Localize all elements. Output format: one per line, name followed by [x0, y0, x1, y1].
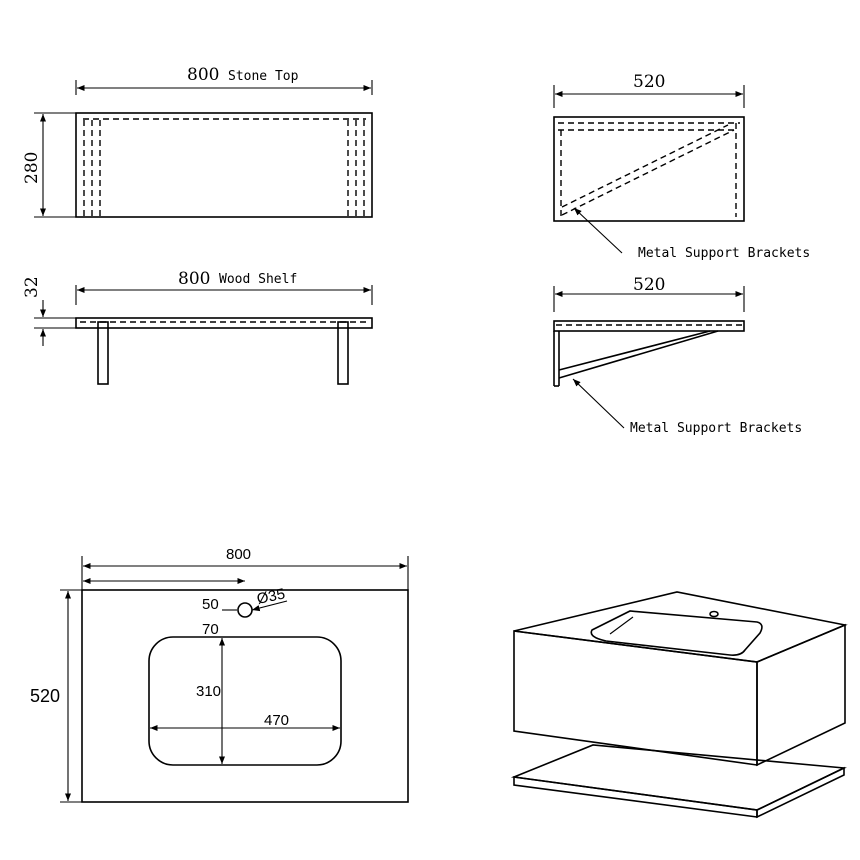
width-value: 800: [187, 65, 219, 85]
isometric-view: [510, 591, 848, 819]
tap-hole: [237, 602, 253, 618]
callout-label: Metal Support Brackets: [638, 246, 810, 261]
front-face: [513, 630, 758, 766]
stone-top-side-outline: [553, 116, 745, 222]
countertop-outline: [81, 589, 409, 803]
left-leg: [97, 321, 109, 385]
width-value: 520: [633, 275, 665, 295]
basin-opening: [590, 610, 763, 656]
tap-hole-offset-value: 50: [202, 596, 219, 613]
shelf-front-face: [513, 776, 758, 818]
tap-hole-diameter-value: Ø35: [255, 585, 286, 608]
overall-width-value: 800: [226, 546, 251, 563]
tap-hole: [709, 610, 719, 618]
overall-depth-value: 520: [30, 686, 60, 706]
callout-leader: [572, 378, 625, 429]
side-face: [756, 623, 846, 767]
height-value: 32: [22, 276, 42, 298]
side-stone-top-view: 520 Metal Support Brackets: [553, 72, 810, 261]
right-leg: [337, 321, 349, 385]
width-value: 520: [633, 72, 665, 92]
shelf-side-face: [756, 766, 845, 819]
callout-label: Metal Support Brackets: [630, 421, 802, 436]
plan-view: 800 520 50 Ø35 70 310 470: [30, 546, 409, 803]
stone-top-outline: [75, 112, 373, 218]
width-label: Stone Top: [228, 69, 299, 84]
side-wood-shelf-view: 520 Metal Support Brackets: [553, 275, 802, 436]
basin-depth-value: 310: [196, 683, 221, 700]
width-label: Wood Shelf: [219, 272, 297, 287]
basin-width-value: 470: [264, 712, 289, 729]
wood-shelf-outline: [75, 317, 373, 329]
basin-setback-value: 70: [202, 621, 219, 638]
basin-outline: [148, 636, 342, 766]
front-stone-top-view: 800 Stone Top 280: [22, 65, 373, 218]
width-value: 800: [178, 269, 210, 289]
wood-shelf-side-outline: [553, 320, 745, 332]
height-value: 280: [22, 152, 42, 184]
callout-leader: [573, 207, 623, 254]
front-wood-shelf-view: 800 Wood Shelf 32: [22, 269, 373, 385]
